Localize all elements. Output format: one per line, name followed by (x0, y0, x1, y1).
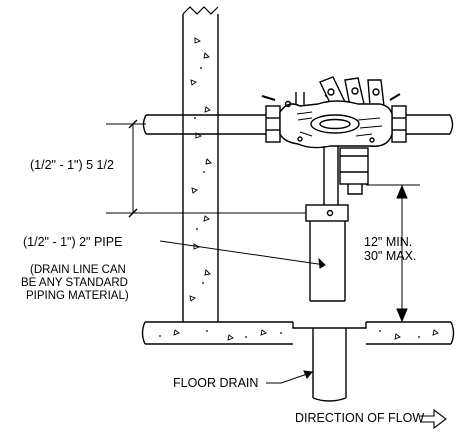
floor-drain-pipe (312, 344, 347, 402)
max-height-label: 30" MAX. (364, 249, 417, 263)
floor-drain-label: FLOOR DRAIN (173, 376, 259, 390)
leader-lines (159, 240, 326, 384)
pipe-label: (1/2" - 1") 2" PIPE (23, 235, 123, 249)
drain-note-line-3: PIPING MATERIAL) (26, 290, 129, 302)
wall-column (182, 6, 219, 322)
concrete-hatch (173, 37, 439, 341)
min-height-label: 12" MIN. (364, 235, 413, 249)
right-arrow-icon (420, 408, 447, 430)
flow-direction-label: DIRECTION OF FLOW (295, 411, 425, 425)
backflow-preventer (261, 76, 407, 195)
supply-pipe (142, 114, 454, 135)
dimension-top (106, 119, 306, 218)
air-gap-drain (305, 146, 349, 302)
floor-slab (141, 321, 455, 345)
drain-note-line-2: BE ANY STANDARD (21, 277, 128, 289)
drain-note-line-1: (DRAIN LINE CAN (30, 264, 126, 276)
dimension-height (366, 184, 420, 323)
dimension-top-label: (1/2" - 1") 5 1/2 (30, 158, 114, 172)
